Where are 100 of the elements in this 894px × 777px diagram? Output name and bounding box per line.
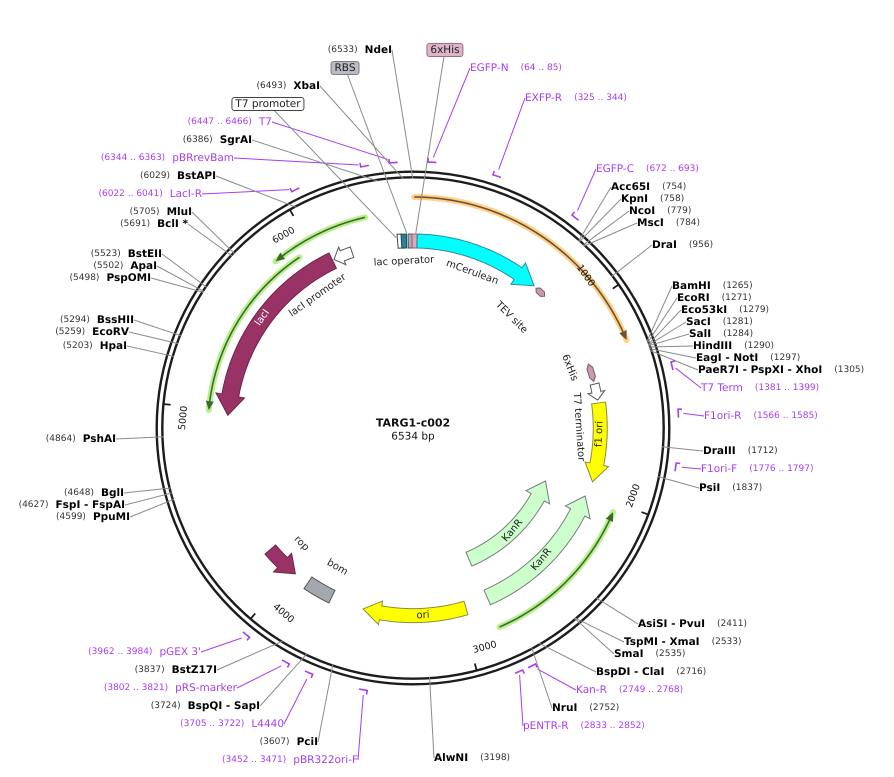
- site-position: (5523): [90, 248, 121, 260]
- enzyme-name: KpnI: [621, 193, 648, 205]
- primer-range: (6447 .. 6466): [188, 116, 252, 128]
- leader-line: [192, 212, 236, 254]
- leader-line: [648, 346, 694, 348]
- enzyme-name: BamHI: [672, 280, 711, 292]
- scale-label: 6000: [270, 226, 297, 247]
- enzyme-name: ApaI: [130, 260, 157, 272]
- site-position: (2535): [656, 648, 686, 660]
- enzyme-name: PpuMI: [92, 511, 130, 523]
- leader-line: [116, 436, 164, 440]
- leader-line: [200, 638, 242, 652]
- leader-line: [236, 665, 282, 688]
- leader-line: [252, 140, 378, 182]
- enzyme-name: DraI: [652, 239, 677, 251]
- leader-line: [188, 224, 233, 257]
- primer-mark: [492, 170, 502, 178]
- plasmid-size: 6534 bp: [391, 430, 435, 444]
- primer-mark: [526, 663, 538, 670]
- primer-range: (64 .. 85): [520, 62, 562, 74]
- enzyme-name: PaeR7I - PspXI - XhoI: [698, 364, 822, 376]
- primer-name: F1ori-R: [704, 410, 742, 422]
- enzyme-name: XbaI: [293, 80, 320, 92]
- primer-range: (2833 .. 2852): [580, 720, 645, 732]
- enzyme-name: BspQI - SapI: [188, 700, 260, 712]
- enzyme-name: HindIII: [693, 340, 732, 352]
- leader-line: [583, 222, 638, 247]
- leader-line: [216, 640, 284, 670]
- leader-line: [646, 286, 672, 342]
- enzyme-name: EcoRV: [92, 326, 129, 338]
- enzyme-name: NruI: [552, 702, 578, 714]
- enzyme-name: NdeI: [364, 44, 392, 56]
- leader-line: [124, 487, 172, 494]
- leader-line: [519, 674, 524, 726]
- site-position: (6386): [182, 134, 213, 146]
- leader-line: [432, 68, 470, 158]
- primer-mark: [388, 158, 398, 164]
- primer-mark: [281, 658, 291, 668]
- leader-line: [320, 86, 404, 180]
- primer-mark: [358, 162, 370, 168]
- primer-name: pENTR-R: [523, 720, 569, 732]
- primer-name: EGFP-N: [470, 62, 509, 74]
- leader-line: [578, 186, 612, 242]
- leader-line: [657, 476, 700, 488]
- leader-line: [582, 210, 630, 246]
- leader-line: [156, 266, 205, 292]
- primer-mark: [570, 210, 580, 221]
- primer-name: EXFP-R: [525, 92, 562, 104]
- enzyme-name: PspOMI: [106, 272, 151, 284]
- leader-line: [392, 50, 414, 179]
- feature-tag: T7 promoter: [231, 97, 305, 111]
- leader-line: [128, 332, 179, 344]
- site-position: (758): [660, 193, 684, 205]
- site-position: (5203): [62, 340, 93, 352]
- enzyme-name: DraIII: [703, 445, 736, 457]
- site-position: (1305): [834, 364, 864, 376]
- enzyme-name: MscI: [637, 217, 664, 229]
- leader-line: [216, 176, 298, 208]
- enzyme-name: AsiSI - PvuI: [638, 618, 706, 630]
- leader-line: [415, 56, 444, 234]
- primer-range: (1381 .. 1399): [754, 382, 820, 394]
- leader-line: [536, 668, 576, 690]
- site-position: (784): [676, 217, 700, 229]
- leader-line: [577, 168, 596, 212]
- primer-range: (6344 .. 6363): [100, 152, 166, 164]
- enzyme-name: AlwNI: [434, 752, 468, 764]
- primer-name: pGEX 3': [159, 646, 201, 658]
- primer-mark: [674, 462, 682, 472]
- leader-line: [260, 653, 308, 706]
- enzyme-name: BstAPI: [176, 170, 216, 182]
- leader-line: [347, 74, 408, 234]
- leader-line: [202, 189, 290, 194]
- leader-line: [648, 310, 682, 346]
- primer-name: pRS-marker: [175, 682, 237, 694]
- leader-line: [358, 694, 364, 760]
- enzyme-name: PshAI: [82, 433, 116, 445]
- site-position: (3724): [150, 700, 181, 712]
- primer-range: (325 .. 344): [574, 92, 627, 104]
- primer-mark: [670, 360, 676, 372]
- site-position: (3198): [480, 752, 510, 764]
- feature-tag: RBS: [330, 61, 360, 75]
- primer-mark: [426, 157, 438, 164]
- primer-mark: [677, 408, 684, 418]
- enzyme-name: SacI: [686, 316, 711, 328]
- primer-name: T7 Term: [701, 382, 743, 394]
- enzyme-name: SmaI: [614, 648, 644, 660]
- scale-label: 3000: [472, 640, 498, 656]
- primer-range: (3802 .. 3821): [104, 682, 168, 694]
- feature-label: lacI: [253, 307, 273, 329]
- primer-name: pBR322ori-F: [293, 754, 358, 766]
- primer-range: (1776 .. 1797): [749, 463, 814, 475]
- leader-line: [574, 618, 614, 654]
- enzyme-name: SalI: [689, 328, 712, 340]
- site-position: (1290): [744, 340, 774, 352]
- plasmid-name: TARG1-c002: [376, 416, 450, 430]
- leader-line: [150, 278, 204, 293]
- primer-name: LacI-R: [170, 188, 202, 200]
- primer-name: Kan-R: [576, 684, 607, 696]
- leader-line: [124, 492, 173, 506]
- feature-label: T7 terminator: [570, 392, 586, 462]
